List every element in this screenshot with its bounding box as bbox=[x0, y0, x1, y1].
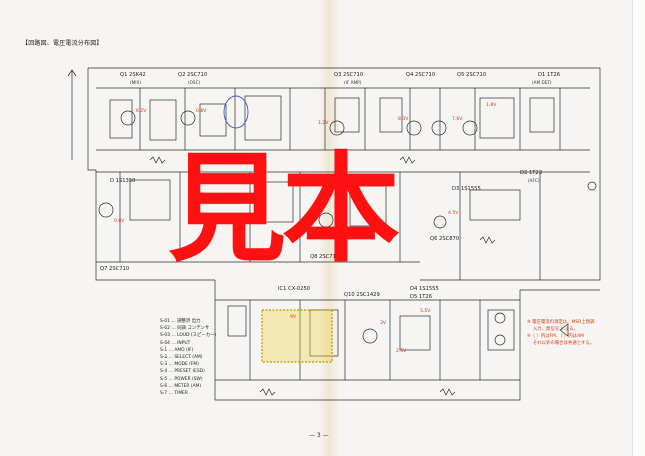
voltage-value: 0.8V bbox=[196, 108, 207, 114]
label-q4: Q4 2SC710 bbox=[406, 72, 435, 78]
label-q7: Q7 2SC710 bbox=[100, 266, 129, 272]
note-line: それ以外の場合は共通とする。 bbox=[527, 341, 595, 346]
hand-mark-circle bbox=[223, 95, 249, 129]
label-q5: Q5 2SC710 bbox=[457, 72, 486, 78]
label-q10: Q10 2SC1429 bbox=[344, 292, 380, 298]
legend-item: S-01 … 調整済 出力 bbox=[160, 319, 201, 324]
label-d6: D 1S1350 bbox=[110, 178, 135, 184]
label-q2: Q2 2SC710 bbox=[178, 72, 207, 78]
voltage-value: 7.6V bbox=[452, 116, 463, 122]
voltage-value: 0.6V bbox=[114, 218, 125, 224]
voltage-value: 5.5V bbox=[420, 308, 431, 314]
voltage-value: 1.8V bbox=[486, 102, 497, 108]
switch-legend: S-01 … 調整済 出力 S-02 … 同調 コンデンサ S-03 … LOU… bbox=[160, 318, 216, 397]
label-ic: IC1 CX-0250 bbox=[278, 286, 310, 292]
label-q1: Q1 2SK42 bbox=[120, 72, 146, 78]
legend-item: S-04 … INPUT bbox=[160, 340, 191, 346]
voltage-value: 2.5V bbox=[396, 348, 407, 354]
label-q3: Q3 2SC710 bbox=[334, 72, 363, 78]
label-osc: (OSC) bbox=[188, 80, 201, 85]
measurement-notes: ※ 電圧電流の測定は、MSB上無調 入力、無信号 による。 ※（ ）内はFM、〔… bbox=[527, 319, 594, 347]
label-ifamp: (IF AMP) bbox=[344, 80, 362, 85]
label-d5: D5 1T26 bbox=[410, 294, 432, 300]
label-d2: D2 1T23 bbox=[520, 170, 542, 176]
legend-item: S-03 … LOUD (スピーカー) bbox=[160, 333, 217, 339]
legend-item: S-1 … AMO (IF) bbox=[160, 347, 194, 353]
legend-item: S-02 … 同調 コンデンサ bbox=[160, 326, 210, 332]
label-d4: D4 1S1555 bbox=[410, 286, 439, 292]
note-line: 入力、無信号 による。 bbox=[527, 327, 578, 332]
legend-item: S-6 … METER (AM) bbox=[160, 383, 202, 389]
voltage-value: 4.5V bbox=[448, 210, 459, 216]
voltage-value: 3V bbox=[380, 320, 387, 326]
page-edge bbox=[632, 0, 645, 456]
label-d3: D3 1S1555 bbox=[452, 186, 481, 192]
legend-item: S-3 … MODE (FM) bbox=[160, 362, 199, 368]
sample-watermark: 見本 bbox=[168, 140, 400, 278]
ic-highlight bbox=[261, 309, 333, 363]
note-line: ※（ ）内はFM、〔 〕内はAM bbox=[527, 334, 584, 339]
page-fold-shadow bbox=[318, 0, 340, 456]
voltage-value: 9V bbox=[290, 314, 297, 320]
label-afc: (AFC) bbox=[528, 178, 540, 183]
legend-item: S-2 … SELECT (AM) bbox=[160, 355, 203, 361]
label-q8: Q8 2SC710 bbox=[310, 254, 339, 260]
label-mix: (MIX) bbox=[130, 80, 141, 85]
voltage-value: 1.2V bbox=[318, 120, 329, 126]
legend-item: S-5 … POWER (SW) bbox=[160, 376, 203, 382]
label-q6: Q6 2SC870 bbox=[430, 236, 459, 242]
voltage-value: 6.2V bbox=[136, 108, 147, 114]
note-line: ※ 電圧電流の測定は、MSB上無調 bbox=[527, 320, 595, 325]
page-number: — 3 — bbox=[309, 432, 329, 439]
label-d1: D1 1T26 bbox=[538, 72, 560, 78]
label-det: (AM DET) bbox=[532, 80, 552, 85]
legend-item: S-4 … PRESET (ESD) bbox=[160, 369, 205, 375]
page-title: 【回路図、電圧電流分布図】 bbox=[22, 40, 103, 47]
voltage-value: 8.3V bbox=[398, 116, 409, 122]
legend-item: S-7 … TIMER bbox=[160, 391, 188, 397]
